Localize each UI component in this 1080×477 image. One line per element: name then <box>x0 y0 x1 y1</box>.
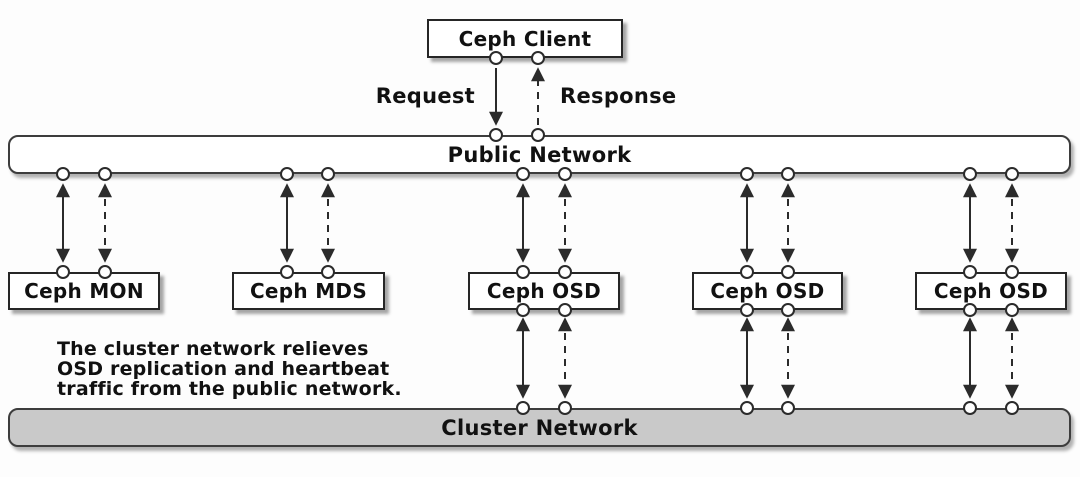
node-label: Ceph MON <box>24 279 144 303</box>
node-label: Ceph OSD <box>933 279 1049 303</box>
cluster-network-label: Cluster Network <box>441 415 638 440</box>
node-ceph-mon: Ceph MON <box>8 272 160 310</box>
node-label: Ceph MDS <box>249 279 368 303</box>
node-label: Ceph OSD <box>710 279 825 303</box>
request-label: Request <box>375 84 475 108</box>
node-label: Ceph Client <box>458 26 592 51</box>
cluster-network-bar: Cluster Network <box>8 408 1071 447</box>
node-label: Ceph OSD <box>486 279 602 303</box>
annotation-line: OSD replication and heartbeat <box>57 358 390 380</box>
response-label: Response <box>560 84 677 108</box>
node-ceph-client: Ceph Client <box>427 19 623 58</box>
public-network-label: Public Network <box>447 142 632 167</box>
node-ceph-osd-1: Ceph OSD <box>468 272 620 310</box>
node-ceph-mds: Ceph MDS <box>232 272 385 310</box>
annotation-line: traffic from the public network. <box>57 378 402 400</box>
public-network-bar: Public Network <box>8 135 1071 174</box>
cluster-network-annotation: The cluster network relieves OSD replica… <box>57 339 402 399</box>
annotation-line: The cluster network relieves <box>57 338 369 360</box>
node-ceph-osd-2: Ceph OSD <box>692 272 843 310</box>
node-ceph-osd-3: Ceph OSD <box>915 272 1067 310</box>
